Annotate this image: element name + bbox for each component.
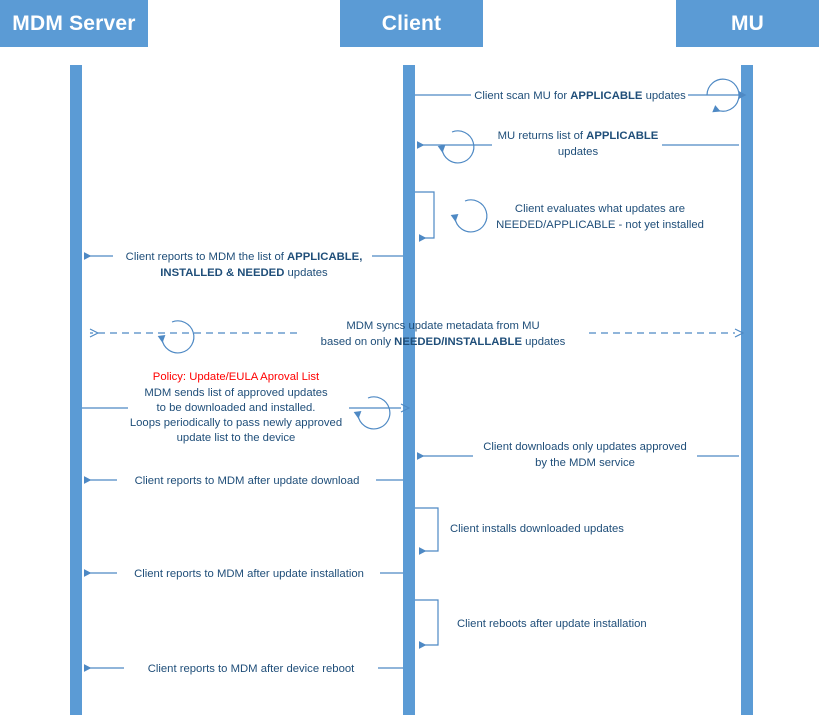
message-m11: Client reboots after update installation: [415, 599, 647, 649]
actor-box-mu[interactable]: MU: [676, 0, 819, 47]
message-m8: Client reports to MDM after update downl…: [84, 475, 403, 487]
message-label-m6-line2: MDM sends list of approved updates: [144, 387, 328, 399]
message-m1: Client scan MU for APPLICABLE updates: [415, 78, 747, 113]
message-m2: MU returns list of APPLICABLE updates: [417, 130, 739, 164]
message-m5: MDM syncs update metadata from MU based …: [90, 320, 735, 354]
message-label-m11: Client reboots after update installation: [457, 618, 647, 630]
message-label-m2-line1: MU returns list of APPLICABLE: [498, 130, 659, 142]
m2-seg-1: APPLICABLE: [586, 130, 659, 142]
m1-seg-2: updates: [642, 90, 686, 102]
message-label-m9: Client installs downloaded updates: [450, 523, 624, 535]
message-m3: Client evaluates what updates are NEEDED…: [415, 191, 704, 242]
message-label-m6-line5: update list to the device: [177, 432, 296, 444]
self-message-path-m3: [415, 191, 435, 242]
actor-box-client[interactable]: Client: [340, 0, 483, 47]
self-message-path-m9: [415, 507, 439, 555]
message-m10: Client reports to MDM after update insta…: [84, 568, 403, 580]
lifeline-mu: [741, 65, 753, 715]
message-label-m4-line2: INSTALLED & NEEDED updates: [160, 267, 328, 279]
m5-seg-0: based on only: [321, 336, 395, 348]
loop-arc-icon-m6: [353, 396, 391, 430]
message-label-m12: Client reports to MDM after device reboo…: [148, 663, 355, 675]
lifeline-mdm-server: [70, 65, 82, 715]
message-label-m5-line1: MDM syncs update metadata from MU: [346, 320, 539, 332]
message-label-m5-line2: based on only NEEDED/INSTALLABLE updates: [321, 336, 566, 348]
message-label-m6-policy: Policy: Update/EULA Aproval List: [153, 371, 320, 383]
m2-seg-0: MU returns list of: [498, 130, 587, 142]
message-m9: Client installs downloaded updates: [415, 507, 624, 555]
m4-seg-0: Client reports to MDM the list of: [126, 251, 287, 263]
loop-arc-icon-m2: [437, 130, 475, 164]
m4-seg-1: APPLICABLE,: [287, 251, 362, 263]
message-m12: Client reports to MDM after device reboo…: [84, 663, 403, 675]
message-label-m6-line3: to be downloaded and installed.: [157, 402, 316, 414]
m5-seg-2: updates: [522, 336, 566, 348]
loop-arc-icon-m1: [706, 78, 740, 113]
loop-arc-icon-m5: [157, 320, 195, 354]
message-label-m2-line2: updates: [558, 146, 599, 158]
message-label-m3-line1: Client evaluates what updates are: [515, 203, 685, 215]
message-label-m4-line1: Client reports to MDM the list of APPLIC…: [126, 251, 363, 263]
m4-seg-2: INSTALLED & NEEDED: [160, 267, 284, 279]
message-m7: Client downloads only updates approved b…: [417, 441, 739, 469]
actor-box-mdm-server[interactable]: MDM Server: [0, 0, 148, 47]
self-message-path-m11: [415, 599, 439, 649]
message-m6: Policy: Update/EULA Aproval List MDM sen…: [82, 371, 401, 444]
actor-label-mu: MU: [730, 11, 765, 35]
actor-label-mdm-server: MDM Server: [12, 11, 136, 35]
message-label-m3-line2: NEEDED/APPLICABLE - not yet installed: [496, 219, 704, 231]
m1-seg-1: APPLICABLE: [570, 90, 643, 102]
message-label-m8: Client reports to MDM after update downl…: [135, 475, 360, 487]
message-label-m6-line4: Loops periodically to pass newly approve…: [130, 417, 342, 429]
m5-seg-1: NEEDED/INSTALLABLE: [394, 336, 522, 348]
m4-seg-3: updates: [284, 267, 328, 279]
message-label-m1: Client scan MU for APPLICABLE updates: [474, 90, 686, 102]
actor-label-client: Client: [381, 11, 442, 35]
loop-arc-icon-m3: [450, 199, 488, 233]
lifeline-client: [403, 65, 415, 715]
message-m4: Client reports to MDM the list of APPLIC…: [84, 251, 403, 279]
m1-seg-0: Client scan MU for: [474, 90, 570, 102]
message-label-m10: Client reports to MDM after update insta…: [134, 568, 364, 580]
message-label-m7-line2: by the MDM service: [535, 457, 635, 469]
message-label-m7-line1: Client downloads only updates approved: [483, 441, 686, 453]
